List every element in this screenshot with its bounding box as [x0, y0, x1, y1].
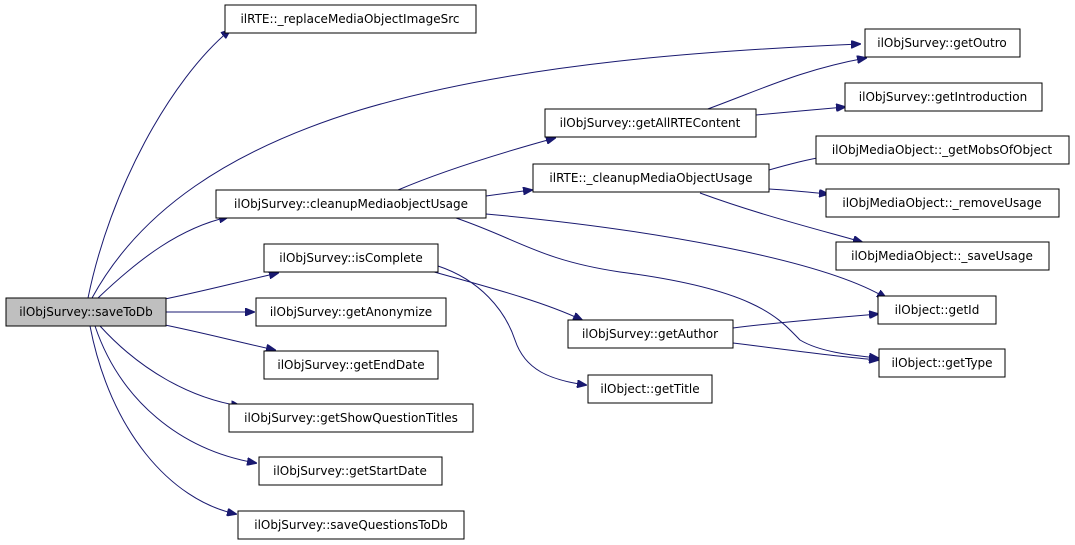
edge-saveToDb-getEndDate	[159, 323, 275, 350]
edge-saveToDb-saveQuestionsToDb	[89, 325, 236, 514]
node-cleanupMediaobjectUsage[interactable]: ilObjSurvey::cleanupMediaobjectUsage	[215, 189, 487, 219]
node-label: ilObjMediaObject::_getMobsOfObject	[832, 143, 1053, 157]
node-removeUsage[interactable]: ilObjMediaObject::_removeUsage	[825, 188, 1060, 218]
edge-saveToDb-getShowQuestionTitles	[99, 325, 240, 406]
node-label: ilObject::getId	[895, 303, 980, 317]
node-label: ilObjSurvey::getShowQuestionTitles	[244, 411, 458, 425]
node-label: ilObjSurvey::cleanupMediaobjectUsage	[234, 197, 468, 211]
edge-rteCleanup-saveUsage	[699, 192, 862, 242]
edge-cleanup-getType	[455, 217, 878, 358]
node-label: ilObject::getTitle	[600, 382, 699, 396]
edge-getAuthor-getId	[732, 314, 878, 329]
node-getMobsOfObject[interactable]: ilObjMediaObject::_getMobsOfObject	[815, 135, 1070, 165]
node-saveUsage[interactable]: ilObjMediaObject::_saveUsage	[835, 241, 1050, 271]
node-label: ilObjSurvey::getAllRTEContent	[560, 116, 741, 130]
edge-saveToDb-getStartDate	[94, 325, 256, 463]
edge-cleanup-getId	[485, 213, 886, 298]
node-label: ilObjSurvey::saveQuestionsToDb	[254, 518, 448, 532]
node-label: ilObjSurvey::getStartDate	[273, 464, 427, 478]
edges	[87, 30, 886, 514]
node-label: ilObjSurvey::getAuthor	[582, 327, 718, 341]
nodes: ilObjSurvey::saveToDb ilRTE::_replaceMed…	[5, 4, 1070, 540]
node-getAnonymize[interactable]: ilObjSurvey::getAnonymize	[255, 297, 447, 327]
edge-getAllRTEContent-getIntroduction	[755, 107, 845, 116]
node-label: ilRTE::_cleanupMediaObjectUsage	[549, 171, 752, 185]
node-getAuthor[interactable]: ilObjSurvey::getAuthor	[567, 319, 734, 349]
node-getAllRTEContent[interactable]: ilObjSurvey::getAllRTEContent	[544, 108, 757, 138]
edge-saveToDb-isComplete	[159, 273, 278, 301]
node-getEndDate[interactable]: ilObjSurvey::getEndDate	[263, 350, 439, 380]
node-saveQuestionsToDb[interactable]: ilObjSurvey::saveQuestionsToDb	[237, 510, 465, 540]
node-label: ilObjSurvey::getOutro	[877, 36, 1007, 50]
node-getShowQuestionTitles[interactable]: ilObjSurvey::getShowQuestionTitles	[228, 403, 474, 433]
node-getTitle[interactable]: ilObject::getTitle	[587, 374, 713, 404]
node-label: ilObjSurvey::getEndDate	[277, 358, 424, 372]
node-saveToDb[interactable]: ilObjSurvey::saveToDb	[5, 297, 167, 327]
node-getIntroduction[interactable]: ilObjSurvey::getIntroduction	[844, 82, 1043, 112]
edge-rteCleanup-removeUsage	[768, 188, 828, 194]
edge-saveToDb-cleanupMediaobjectUsage	[97, 217, 228, 299]
edge-getAuthor-getType	[732, 342, 878, 360]
edge-saveToDb-replaceMediaObjectImageSrc	[87, 30, 230, 299]
node-isComplete[interactable]: ilObjSurvey::isComplete	[263, 243, 439, 273]
node-getId[interactable]: ilObject::getId	[877, 295, 997, 325]
edge-isComplete-getTitle	[437, 265, 586, 385]
node-replaceMediaObjectImageSrc[interactable]: ilRTE::_replaceMediaObjectImageSrc	[224, 4, 477, 34]
node-label: ilRTE::_replaceMediaObjectImageSrc	[240, 12, 459, 26]
edge-cleanup-rteCleanup	[485, 190, 532, 197]
node-label: ilObjMediaObject::_removeUsage	[842, 196, 1041, 210]
node-label: ilObjSurvey::getIntroduction	[859, 90, 1027, 104]
node-label: ilObjSurvey::getAnonymize	[270, 305, 432, 319]
node-getType[interactable]: ilObject::getType	[878, 348, 1006, 378]
edge-saveToDb-getOutro	[91, 44, 860, 299]
node-rteCleanupMediaObjectUsage[interactable]: ilRTE::_cleanupMediaObjectUsage	[532, 163, 770, 193]
node-getStartDate[interactable]: ilObjSurvey::getStartDate	[258, 456, 443, 486]
node-label: ilObjMediaObject::_saveUsage	[851, 249, 1033, 263]
node-label: ilObject::getType	[891, 356, 992, 370]
edge-getAllRTEContent-getOutro	[704, 58, 866, 111]
edge-isComplete-getAuthor	[419, 267, 582, 320]
node-getOutro[interactable]: ilObjSurvey::getOutro	[864, 28, 1021, 58]
edge-cleanup-getAllRTEContent	[397, 138, 555, 191]
node-label: ilObjSurvey::isComplete	[279, 251, 422, 265]
node-label: ilObjSurvey::saveToDb	[19, 305, 153, 319]
